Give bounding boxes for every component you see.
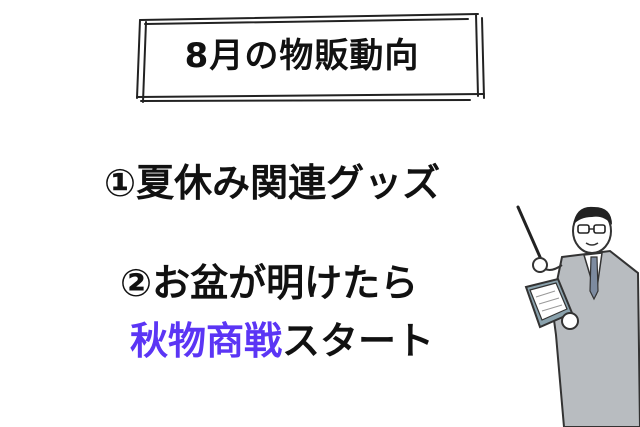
- teacher-with-pointer-icon: [516, 205, 640, 427]
- item-autumn-start: 秋物商戦スタート: [130, 318, 434, 364]
- title-frame: 8月の物販動向: [0, 0, 640, 120]
- item-summer-goods: ①夏休み関連グッズ: [104, 161, 441, 205]
- autumn-sales-highlight: 秋物商戦: [130, 319, 283, 363]
- title-frame-lines: [136, 13, 485, 103]
- item-after-obon: ②お盆が明けたら: [120, 261, 419, 305]
- start-text: スタート: [282, 319, 435, 363]
- page-title: 8月の物販動向: [184, 36, 420, 76]
